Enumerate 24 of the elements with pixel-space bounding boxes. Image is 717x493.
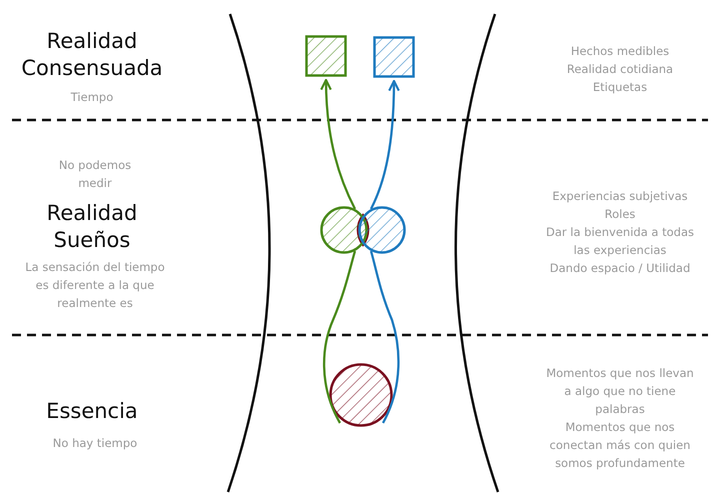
note-text: Hechos medibles — [570, 43, 670, 60]
note-text: La sensación del tiempo es diferente a la que realmente es — [24, 259, 166, 312]
note-text: No hay tiempo — [52, 435, 138, 452]
hatched-square — [373, 36, 415, 78]
note-text: Etiquetas — [592, 79, 648, 96]
hatched-square — [305, 35, 347, 77]
note-text: Realidad cotidiana — [566, 61, 674, 78]
note-text: Dando espacio / Utilidad — [548, 260, 692, 277]
note-text: Momentos que nos llevan a algo que no tiene palabras — [545, 365, 695, 418]
hatched-circle — [358, 206, 406, 254]
section-heading: Realidad Sueños — [46, 200, 138, 254]
arrow — [370, 80, 400, 210]
note-text: Roles — [604, 206, 636, 223]
arrow — [320, 78, 356, 210]
section-heading: Essencia — [45, 398, 139, 425]
connector-line — [370, 250, 400, 424]
section-heading: Realidad Consensuada — [20, 28, 164, 82]
connector-line — [323, 250, 356, 424]
note-text: No podemos medir — [58, 157, 132, 192]
hatched-circle — [329, 363, 393, 427]
note-text: Dar la bienvenida a todas las experiencias — [545, 224, 695, 259]
note-text: Momentos que nos conectan más con quien somos profundamente — [548, 419, 692, 472]
note-text: Experiencias subjetivas — [551, 188, 689, 205]
note-text: Tiempo — [70, 89, 114, 106]
